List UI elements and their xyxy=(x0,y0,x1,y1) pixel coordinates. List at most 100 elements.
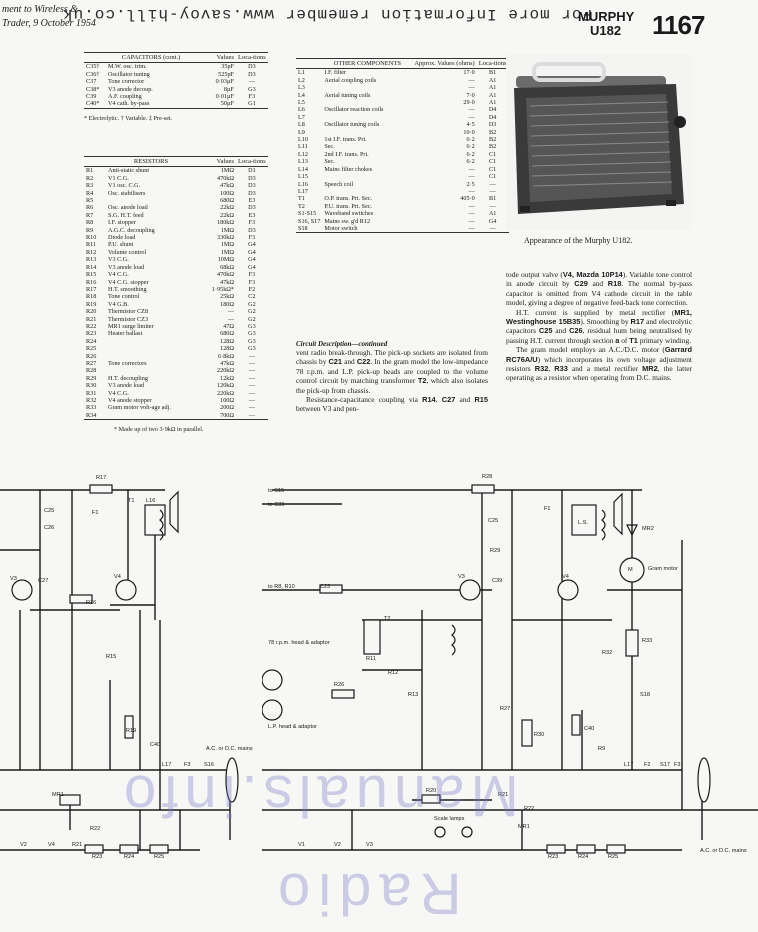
other_components-cell: B1 xyxy=(489,195,497,203)
component-row: L7—D4 xyxy=(296,114,509,121)
capacitors-cell: — xyxy=(248,78,255,86)
resistors-cell: Heater ballast xyxy=(108,330,143,338)
schematic-left-label: A.C. or D.C. mains xyxy=(206,746,253,752)
other_components-cell: L5 xyxy=(298,99,305,107)
schematic-right-label: A.C. or D.C. mains xyxy=(700,848,747,854)
resistors-cell: 1MΩ xyxy=(220,248,234,256)
other_components-cell: L2 xyxy=(298,76,305,84)
other_components-cell: — xyxy=(489,202,496,210)
resistors-cell: — xyxy=(227,308,234,316)
schematic-left-label: R25 xyxy=(154,854,165,860)
component-row: L3—A1 xyxy=(296,84,509,91)
other_components-cell: G4 xyxy=(488,217,497,225)
schematic-right-label: V2 xyxy=(334,842,341,848)
other_components-cell: L17 xyxy=(298,187,308,195)
schematic-right-label: MR2 xyxy=(642,526,654,532)
resistors-cell: Osc. stabilisers xyxy=(108,189,146,197)
resistors-cell: V4 C.G. stopper xyxy=(108,278,149,286)
other_components-cell xyxy=(322,99,412,106)
resistors-cell: I.F. stopper xyxy=(108,219,136,227)
schematic-left: R17 C25 F1 C26 L16 T1 V3 C27 V4 R16 R15 … xyxy=(0,470,253,870)
resistors-header-cell xyxy=(84,155,106,168)
other_components-cell: L8 xyxy=(298,121,305,129)
resistors-cell: V3 anode load xyxy=(108,263,145,271)
other_components-cell: — xyxy=(468,76,475,84)
resistors-cell: G3 xyxy=(248,322,256,330)
capacitors-cell: D3 xyxy=(248,63,256,71)
schematic-left-label: R17 xyxy=(96,475,107,481)
schematic-right-label: C23 xyxy=(320,584,331,590)
schematic-right: to S15 to C36 R28 C25 F1 L.S. MR2 M Gram… xyxy=(261,470,758,870)
other_components-cell: — xyxy=(489,180,496,188)
component-row: L17—— xyxy=(296,188,509,195)
resistors-cell: 120kΩ xyxy=(217,382,234,390)
schematic-right-label: R26 xyxy=(334,682,345,688)
resistors-cell: Gram motor volt-age adj. xyxy=(108,404,171,412)
other_components-cell: Oscillator tuning coils xyxy=(324,121,380,129)
schematic-left-label: R19 xyxy=(126,728,137,734)
resistors-cell: R19 xyxy=(86,300,97,308)
resistors-cell: R7 xyxy=(86,211,94,219)
resistors-cell: F3 xyxy=(248,271,256,279)
resistors-cell: 180Ω xyxy=(220,300,234,308)
resistors-cell: 180kΩ xyxy=(217,219,234,227)
right-column-text: tode output valve (V4, Mazda 10P14). Var… xyxy=(506,270,692,383)
other_components-cell: C1 xyxy=(489,173,497,181)
schematic-right-label: 78 r.p.m. head & adaptor xyxy=(268,640,330,646)
other_components-cell: Aerial tuning coils xyxy=(324,91,371,99)
right-column-p1: tode output valve (V4, Mazda 10P14). Var… xyxy=(506,270,692,308)
resistors-cell: R11 xyxy=(86,241,97,249)
resistors-cell: V4 G.B. xyxy=(108,300,129,308)
schematic-right-label: L.S. xyxy=(578,520,588,526)
other_components-cell: 6·2 xyxy=(466,143,475,151)
other_components-cell: Aerial coupling coils xyxy=(324,76,377,84)
resistors-cell: — xyxy=(236,411,268,421)
resistors-cell: V4 anode stopper xyxy=(108,397,152,404)
resistors-cell: Diode load xyxy=(108,234,136,242)
resistors-cell: G3 xyxy=(248,330,256,338)
schematic-left-label: V4 xyxy=(48,842,55,848)
other_components-cell: — xyxy=(468,217,475,225)
other_components-cell: — xyxy=(468,113,475,121)
schematic-left-label: T1 xyxy=(128,498,135,504)
schematic-right-label: V3 xyxy=(366,842,373,848)
capacitors-cell: 0·01µF xyxy=(215,93,234,101)
capacitors-cell: C40* xyxy=(84,100,106,109)
resistors-cell: R24 xyxy=(86,337,97,345)
schematic-right-label: MR1 xyxy=(518,824,530,830)
capacitors-header-cell: CAPACITORS (cont.) xyxy=(106,51,196,64)
resistors-cell: D3 xyxy=(248,226,256,234)
resistors-cell: R10 xyxy=(86,234,97,242)
resistors-cell: 128Ω xyxy=(220,345,234,353)
capacitors-cell: C35† xyxy=(86,63,100,71)
other_components-cell: — xyxy=(468,173,475,181)
other_components-cell: L16 xyxy=(298,180,308,188)
other_components-cell xyxy=(322,188,412,195)
brand-name: MURPHY xyxy=(578,9,635,24)
other_components-cell: 2·5 xyxy=(466,180,475,188)
other_components-cell: L10 xyxy=(298,136,308,144)
schematic-right-label: R21 xyxy=(498,792,509,798)
resistors-cell: 47Ω xyxy=(223,322,234,330)
schematic-left-label: L17 xyxy=(162,762,172,768)
radio-photo-image xyxy=(506,54,692,230)
schematic-right-label: R13 xyxy=(408,692,419,698)
supplement-header-line1: ment to Wireless & xyxy=(2,4,79,15)
other_components-cell: — xyxy=(468,106,475,114)
